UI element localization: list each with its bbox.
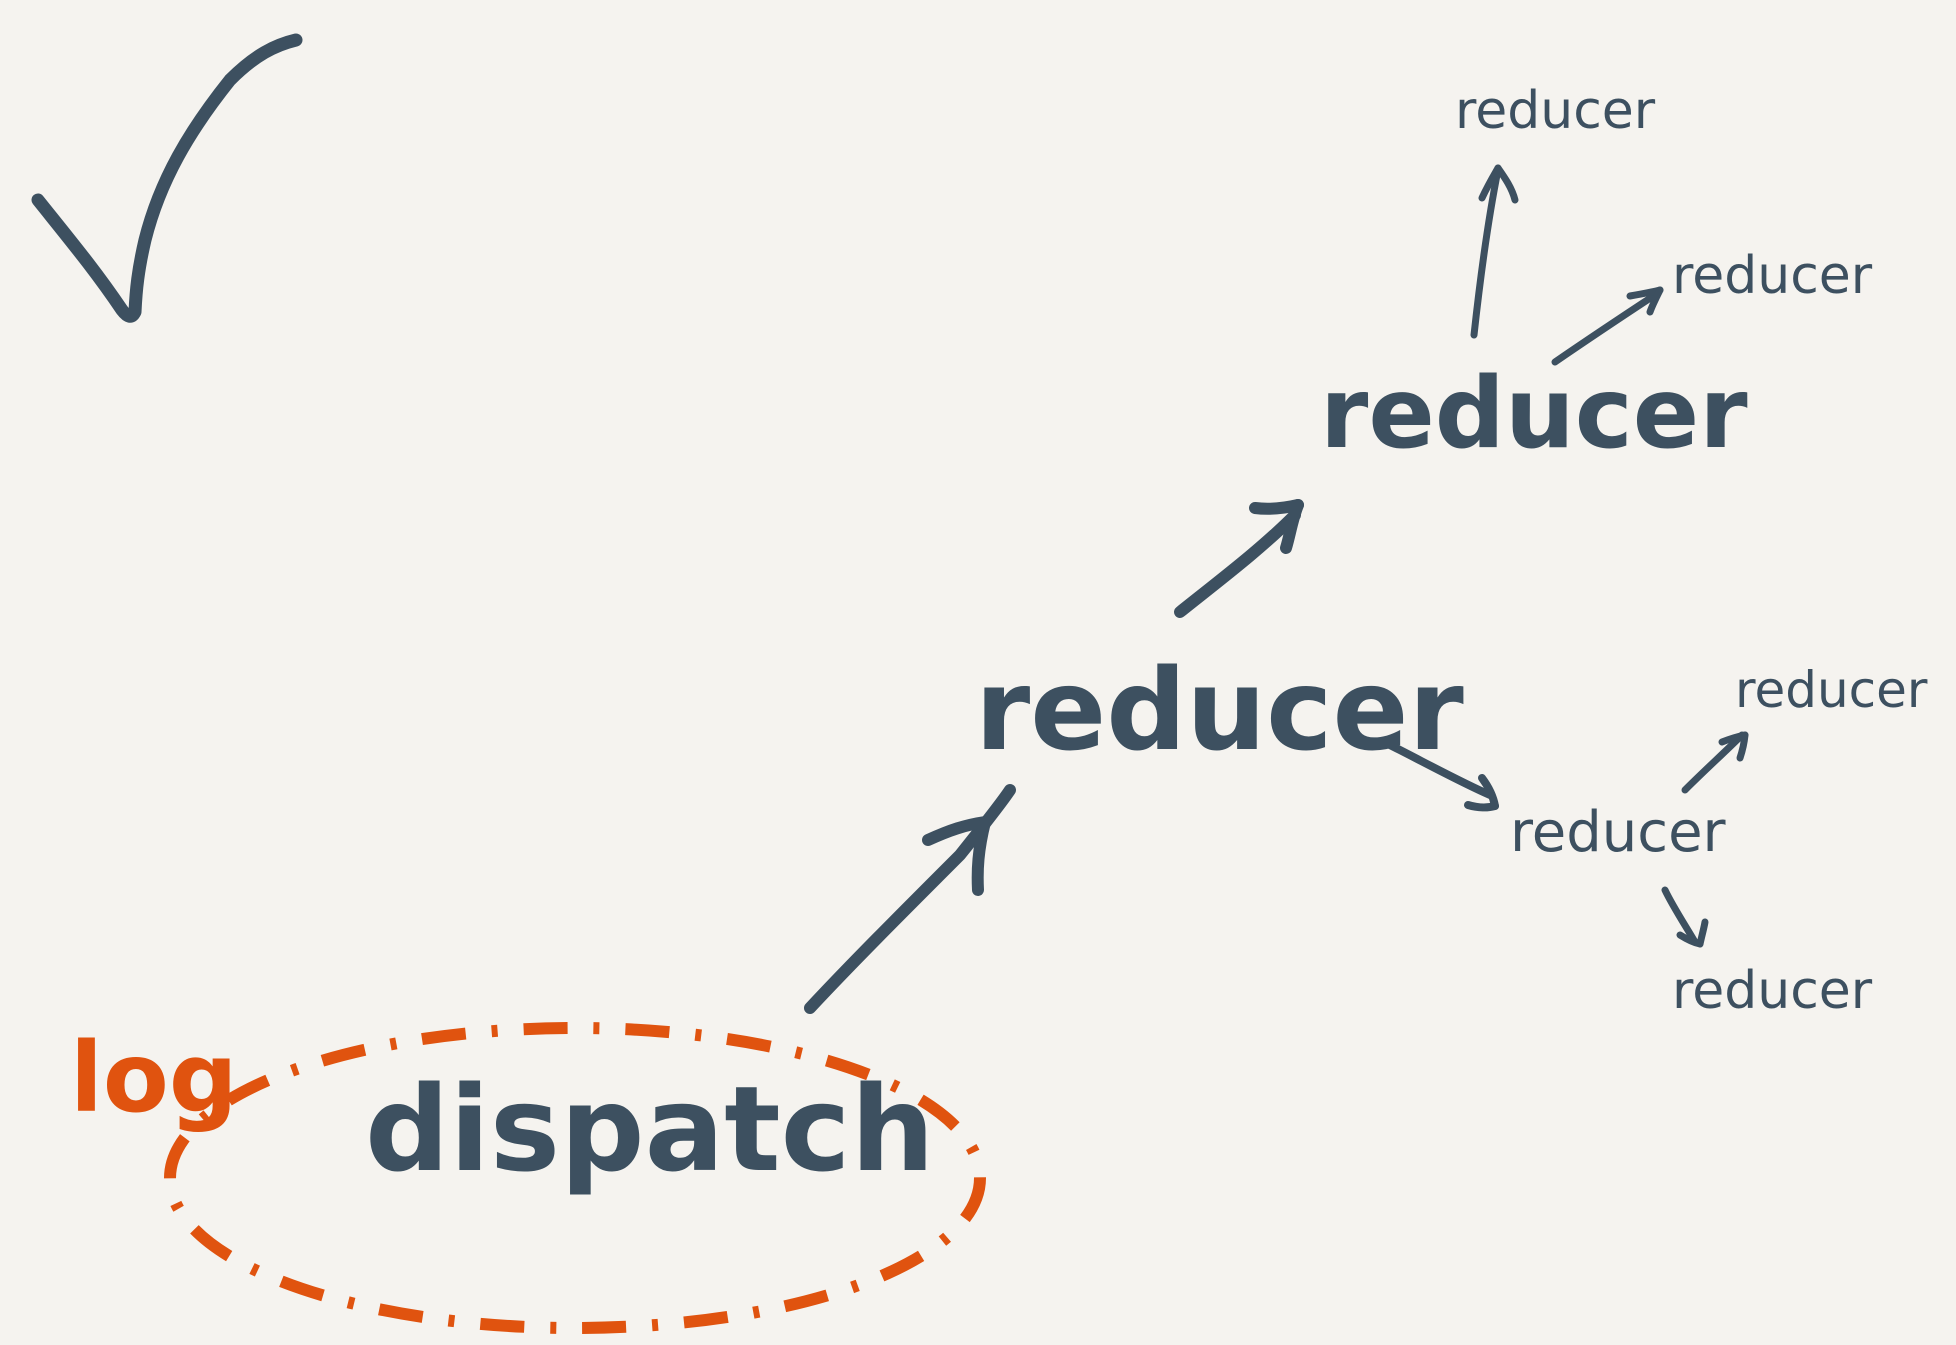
arrow-reducer-to-reducer-upper <box>1174 499 1304 618</box>
reducer-topright-label: reducer <box>1672 246 1873 306</box>
reducer-bottom-label: reducer <box>1672 961 1873 1021</box>
check-icon <box>31 33 303 323</box>
reducer-main-label: reducer <box>975 646 1464 776</box>
log-boundary-ellipse <box>164 1022 986 1334</box>
arrow-reducer-upper-to-reducer-top <box>1470 164 1519 339</box>
reducer-lowmid-label: reducer <box>1510 800 1726 865</box>
reducer-rightlow-label: reducer <box>1735 661 1928 719</box>
arrow-reducer-to-reducer-lowmid <box>1386 741 1499 812</box>
dispatch-label: dispatch <box>365 1060 935 1198</box>
arrow-dispatch-to-reducer <box>804 784 1016 1014</box>
arrow-reducer-lowmid-to-reducer-bottom <box>1661 886 1709 948</box>
arrow-reducer-upper-to-reducer-topright <box>1551 286 1664 366</box>
reducer-upper-label: reducer <box>1320 357 1748 471</box>
arrow-reducer-lowmid-to-reducer-rightlow <box>1681 731 1749 794</box>
log-label: log <box>70 1022 238 1134</box>
reducer-top-label: reducer <box>1455 81 1656 141</box>
